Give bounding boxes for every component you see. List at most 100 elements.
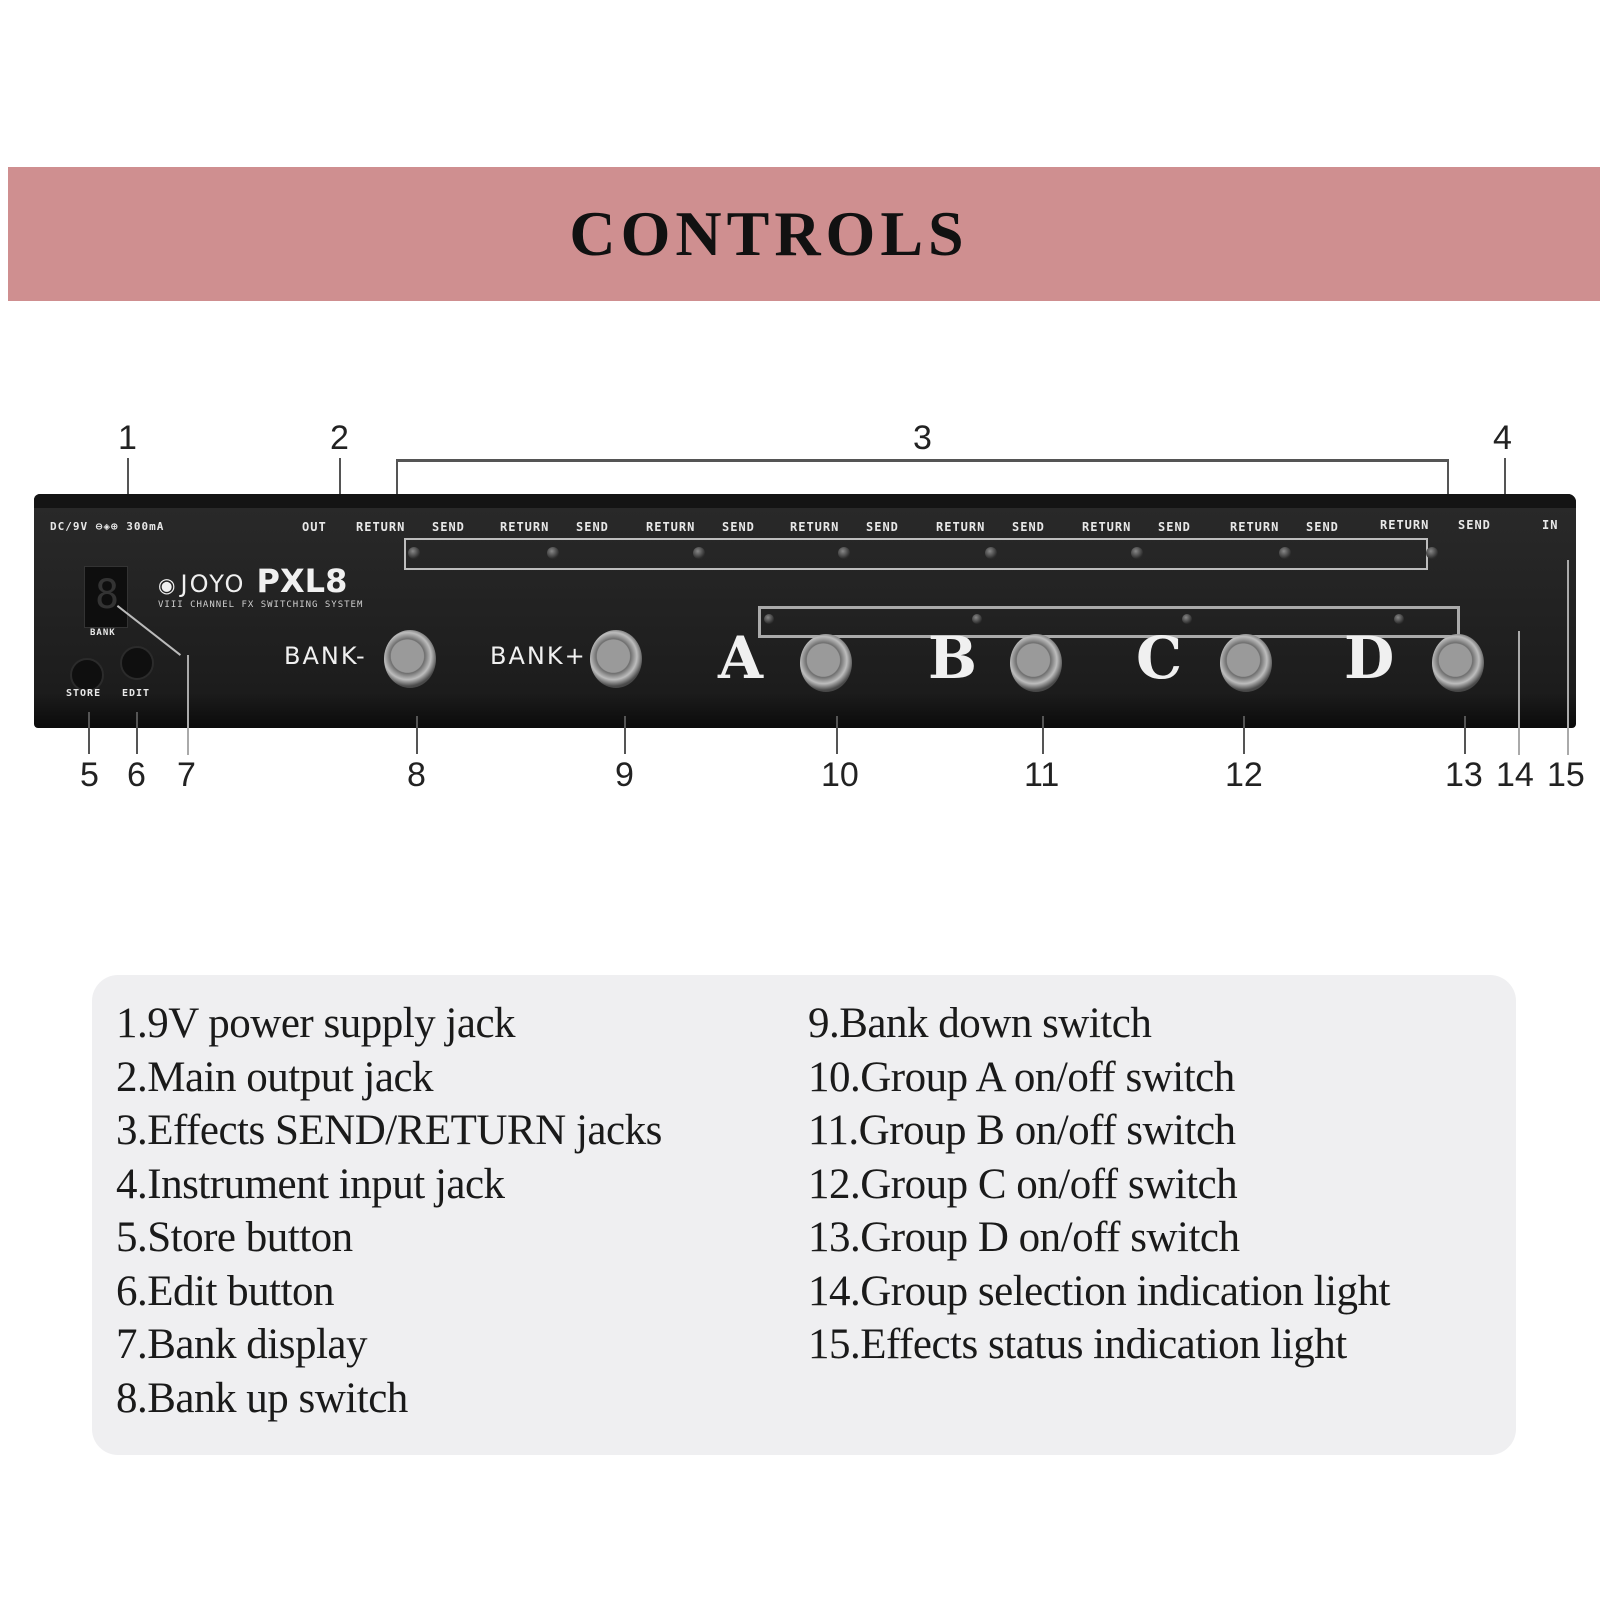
leader-line-6 [136,712,138,754]
group-c-label: C [1136,624,1183,692]
page-title: CONTROLS [569,198,969,269]
store-label: STORE [66,688,102,699]
leader-line-9 [624,716,626,754]
callout-6: 6 [127,756,146,794]
callout-12: 12 [1225,756,1263,794]
edit-label: EDIT [122,688,151,699]
loop-7-status-led [547,547,559,559]
loop-2-return-label: RETURN [1230,520,1280,534]
brand-name: JOYO [180,570,246,598]
device-subtitle: VIII CHANNEL FX SWITCHING SYSTEM [158,600,364,610]
group-a-label: A [718,624,764,692]
bracket-3 [396,459,1449,462]
group-c-led [1182,614,1192,624]
loop-4-send-label: SEND [1012,520,1045,534]
in-label: IN [1542,518,1559,532]
bank-display: 8 [84,566,128,628]
globe-logo-icon: ◉ [158,573,176,597]
legend-panel: 1.9V power supply jack 2.Main output jac… [92,975,1516,1455]
bank-down-footswitch[interactable] [384,630,436,688]
device-top-edge [34,494,1576,508]
leader-line-14 [1518,631,1520,755]
legend-item-3: 3.Effects SEND/RETURN jacks [116,1107,662,1154]
loop-3-return-label: RETURN [1082,520,1132,534]
legend-item-11: 11.Group B on/off switch [808,1107,1236,1154]
bank-up-label: BANK+ [490,642,587,670]
bank-up-footswitch[interactable] [590,630,642,688]
loop-7-send-label: SEND [576,520,609,534]
loop-2-send-label: SEND [1306,520,1339,534]
leader-line-5 [88,712,90,754]
leader-line-8 [416,716,418,754]
legend-item-15: 15.Effects status indication light [808,1321,1347,1368]
callout-9: 9 [615,756,634,794]
loop-7-return-label: RETURN [500,520,550,534]
brand-logo: ◉ JOYO PXL8 [158,562,347,600]
group-b-footswitch[interactable] [1010,634,1062,692]
callout-5: 5 [80,756,99,794]
group-d-label: D [1344,624,1395,692]
leader-line-4 [1504,458,1506,498]
group-a-footswitch[interactable] [800,634,852,692]
callout-10: 10 [821,756,859,794]
callout-11: 11 [1024,756,1060,794]
callout-15: 15 [1547,756,1585,794]
legend-item-9: 9.Bank down switch [808,1000,1152,1047]
group-selection-bar [758,606,1460,638]
group-d-led [1394,614,1404,624]
loop-6-return-label: RETURN [646,520,696,534]
group-b-label: B [928,624,978,692]
leader-line-7-vertical [187,655,189,755]
leader-line-10 [836,716,838,754]
legend-item-6: 6.Edit button [116,1267,335,1315]
model-name: PXL8 [256,562,348,600]
leader-line-12 [1243,716,1245,754]
callout-1: 1 [118,419,137,457]
loop-2-status-led [1279,547,1291,559]
out-label: OUT [302,520,327,534]
leader-line-11 [1042,716,1044,754]
group-d-footswitch[interactable] [1432,634,1484,692]
legend-item-2: 2.Main output jack [116,1053,434,1101]
loop-8-status-led [408,547,420,559]
loop-1-return-label: RETURN [1380,518,1430,532]
legend-left-column: 1.9V power supply jack 2.Main output jac… [116,997,662,1425]
loop-5-return-label: RETURN [790,520,840,534]
leader-line-15 [1567,560,1569,755]
callout-4: 4 [1493,419,1512,457]
store-button[interactable] [70,658,104,692]
legend-item-10: 10.Group A on/off switch [808,1053,1235,1101]
loop-1-status-led [1426,547,1438,559]
bank-display-label: BANK [90,628,116,638]
legend-item-14: 14.Group selection indication light [808,1267,1391,1315]
loop-4-status-led [985,547,997,559]
loop-8-return-label: RETURN [356,520,406,534]
bank-down-label: BANK- [284,642,367,670]
pxl8-device: DC/9V ⊖◈⊕ 300mA OUT IN RETURN SEND RETUR… [34,494,1576,728]
callout-7: 7 [177,756,196,794]
callout-3: 3 [913,419,932,457]
callout-14: 14 [1496,756,1534,794]
group-c-footswitch[interactable] [1220,634,1272,692]
leader-line-2 [339,458,341,498]
loop-3-status-led [1131,547,1143,559]
callout-8: 8 [407,756,426,794]
loop-6-status-led [693,547,705,559]
loop-8-send-label: SEND [432,520,465,534]
bracket-3-right [1447,459,1449,499]
header-banner: CONTROLS [8,167,1600,301]
legend-item-12: 12.Group C on/off switch [808,1160,1238,1208]
group-a-led [764,614,774,624]
legend-right-column: 9.Bank down switch 10.Group A on/off swi… [808,997,1391,1372]
bracket-3-left [396,459,398,499]
loop-3-send-label: SEND [1158,520,1191,534]
legend-item-4: 4.Instrument input jack [116,1160,505,1208]
edit-button[interactable] [120,646,154,680]
leader-line-1 [127,458,129,498]
legend-item-7: 7.Bank display [116,1321,367,1368]
group-b-led [972,614,982,624]
loop-5-send-label: SEND [866,520,899,534]
legend-item-13: 13.Group D on/off switch [808,1214,1240,1261]
loop-5-status-led [838,547,850,559]
callout-2: 2 [330,419,349,457]
